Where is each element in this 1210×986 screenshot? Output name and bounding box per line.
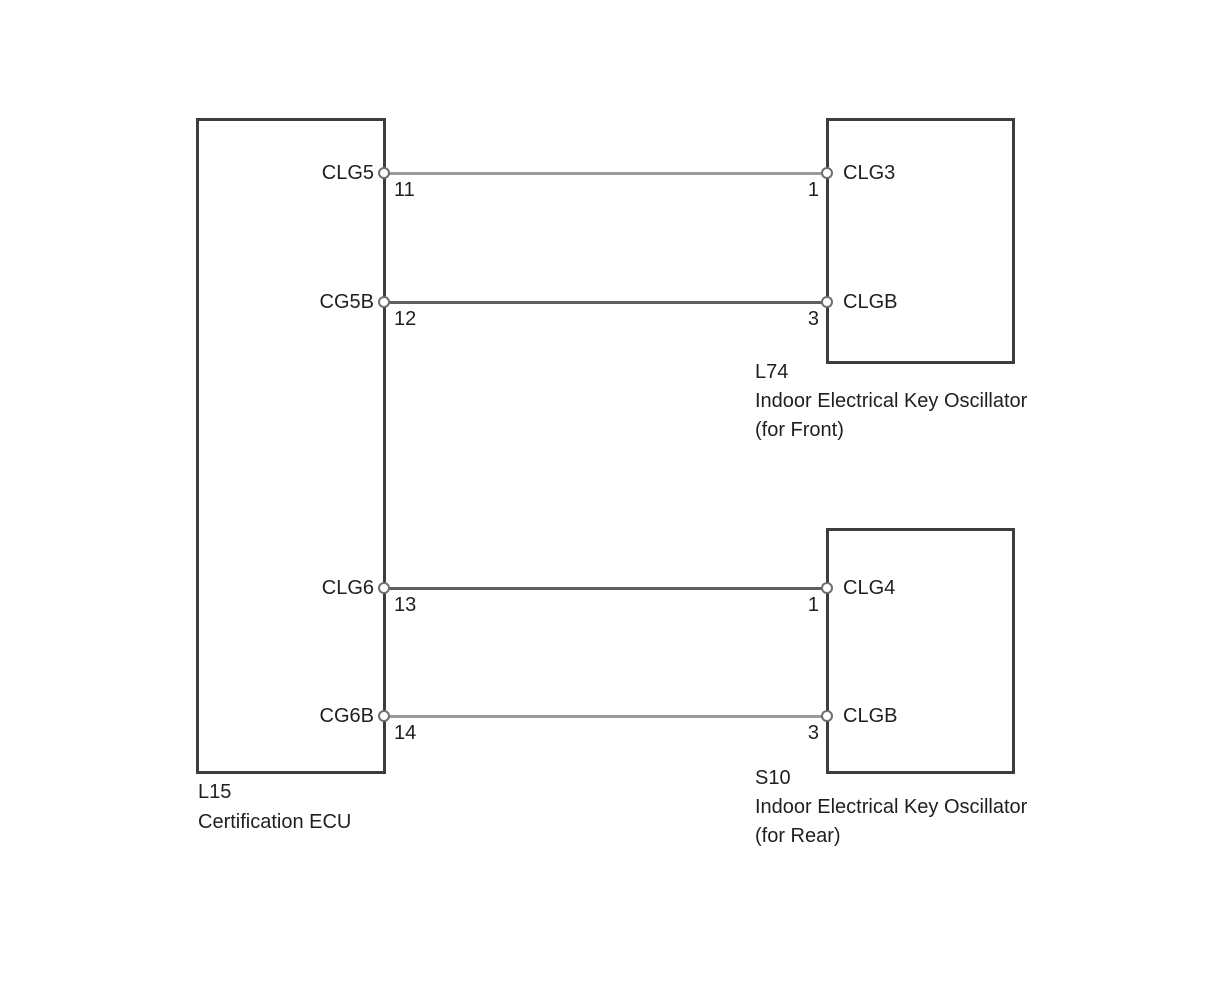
oscillator-rear-variant: (for Rear)	[755, 825, 841, 847]
front-pin-signal-clg3: CLG3	[843, 162, 896, 184]
caption-oscillator-rear: S10 Indoor Electrical Key Oscillator (fo…	[755, 764, 1027, 851]
pin-terminal-ecu-14	[378, 710, 390, 722]
oscillator-rear-name: Indoor Electrical Key Oscillator	[755, 796, 1028, 818]
front-pin-number-3: 3	[807, 308, 819, 330]
pin-terminal-ecu-12	[378, 296, 390, 308]
rear-pin-number-3: 3	[807, 722, 819, 744]
wire-clg6-to-clg4	[386, 587, 826, 590]
ecu-pin-signal-clg5: CLG5	[321, 162, 374, 184]
caption-ecu: L15 Certification ECU	[198, 777, 351, 837]
front-pin-signal-clgb: CLGB	[843, 291, 898, 313]
ecu-pin-number-11: 11	[394, 179, 415, 201]
ecu-pin-signal-cg5b: CG5B	[319, 291, 374, 313]
oscillator-rear-id: S10	[755, 767, 791, 789]
wire-cg6b-to-clgb	[386, 715, 826, 718]
ecu-name: Certification ECU	[198, 811, 352, 833]
rear-pin-signal-clg4: CLG4	[843, 577, 896, 599]
caption-oscillator-front: L74 Indoor Electrical Key Oscillator (fo…	[755, 358, 1027, 445]
rear-pin-signal-clgb: CLGB	[843, 705, 898, 727]
oscillator-front-variant: (for Front)	[755, 419, 844, 441]
pin-terminal-front-3	[821, 296, 833, 308]
pin-terminal-front-1	[821, 167, 833, 179]
pin-terminal-rear-3	[821, 710, 833, 722]
front-pin-number-1: 1	[807, 179, 819, 201]
ecu-id: L15	[198, 781, 232, 803]
ecu-pin-signal-clg6: CLG6	[321, 577, 374, 599]
oscillator-front-id: L74	[755, 361, 789, 383]
rear-pin-number-1: 1	[807, 594, 819, 616]
pin-terminal-ecu-11	[378, 167, 390, 179]
oscillator-front-box	[826, 118, 1015, 364]
wire-clg5-to-clg3	[386, 172, 826, 175]
oscillator-front-name: Indoor Electrical Key Oscillator	[755, 390, 1028, 412]
ecu-pin-number-14: 14	[394, 722, 417, 744]
ecu-pin-signal-cg6b: CG6B	[319, 705, 374, 727]
oscillator-rear-box	[826, 528, 1015, 774]
pin-terminal-ecu-13	[378, 582, 390, 594]
ecu-pin-number-12: 12	[394, 308, 417, 330]
pin-terminal-rear-1	[821, 582, 833, 594]
ecu-box	[196, 118, 386, 774]
wire-cg5b-to-clgb	[386, 301, 826, 304]
ecu-pin-number-13: 13	[394, 594, 417, 616]
